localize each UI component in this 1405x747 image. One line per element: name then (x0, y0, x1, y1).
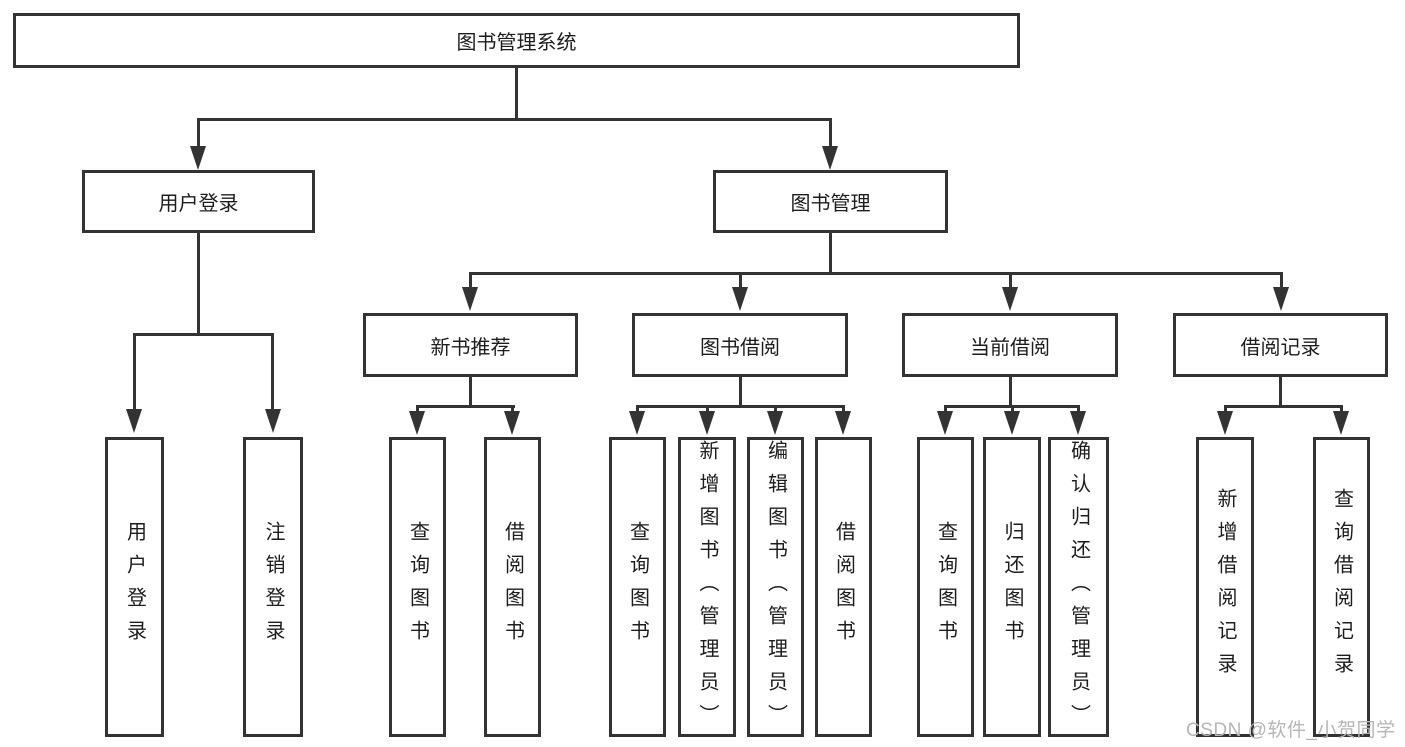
arrow-down-icon (629, 411, 645, 435)
leaf-label: 新增借阅记录 (1214, 488, 1236, 686)
leaf-label: 借阅图书 (501, 521, 524, 653)
connector-l3-bar (1224, 405, 1342, 408)
arrow-down-icon (822, 146, 838, 170)
connector-leaf-stem (1340, 405, 1343, 413)
leaf-query-borrow-record: 查询借阅记录 (1313, 437, 1370, 737)
node-current-borrow: 当前借阅 (902, 313, 1118, 377)
arrow-down-icon (462, 287, 478, 311)
connector-leaf-stem (1011, 405, 1014, 413)
leaf-add-borrow-record: 新增借阅记录 (1196, 437, 1254, 737)
connector-leaf-stem (1077, 405, 1080, 413)
connector-book-mgmt-stem (829, 118, 832, 147)
leaf-label: 用户登录 (123, 521, 146, 653)
node-borrow-records: 借阅记录 (1173, 313, 1388, 377)
connector-root-stem (515, 68, 518, 118)
arrow-down-icon (767, 411, 783, 435)
arrow-down-icon (504, 411, 520, 435)
connector-l3-bar (636, 405, 845, 408)
node-current-borrow-label: 当前借阅 (970, 336, 1050, 359)
leaf-label: 新增图书（管理员） (696, 440, 718, 737)
leaf-query-books-current: 查询图书 (917, 437, 974, 737)
leaf-label: 编辑图书（管理员） (764, 440, 787, 737)
node-borrow-records-label: 借阅记录 (1240, 336, 1321, 359)
connector-l3-down (1279, 377, 1282, 405)
leaf-query-books-borrow: 查询图书 (609, 437, 666, 737)
connector-book-mgmt-down (829, 233, 832, 272)
connector-l3-stem (1280, 272, 1283, 288)
node-root: 图书管理系统 (13, 13, 1020, 68)
arrow-down-icon (1070, 411, 1086, 435)
leaf-add-books-admin: 新增图书（管理员） (678, 437, 736, 737)
arrow-down-icon (1273, 287, 1289, 311)
leaf-label: 注销登录 (262, 521, 284, 653)
connector-l3-down (469, 377, 472, 405)
connector-leaf-stem (842, 405, 845, 413)
arrow-down-icon (699, 411, 715, 435)
node-book-management-label: 图书管理 (790, 193, 871, 215)
connector-leaf-stem (774, 405, 777, 413)
leaf-user-login: 用户登录 (105, 437, 164, 737)
connector-leaf-stem (271, 333, 274, 410)
connector-l3-stem (739, 272, 742, 288)
node-root-label: 图书管理系统 (456, 32, 577, 54)
arrow-down-icon (126, 409, 142, 433)
leaf-logout: 注销登录 (243, 437, 303, 737)
arrow-down-icon (1002, 287, 1018, 311)
connector-user-login-down (197, 233, 200, 333)
connector-leaf-stem (706, 405, 709, 413)
node-book-management: 图书管理 (713, 170, 948, 233)
arrow-down-icon (265, 409, 281, 433)
arrow-down-icon (937, 411, 953, 435)
connector-root-bar (197, 118, 831, 121)
leaf-label: 归还图书 (1001, 521, 1023, 653)
connector-l3-stem (469, 272, 472, 288)
arrow-down-icon (732, 287, 748, 311)
node-book-borrow: 图书借阅 (632, 313, 848, 377)
leaf-label: 查询图书 (406, 521, 429, 653)
leaf-return-books: 归还图书 (983, 437, 1041, 737)
node-user-login-label: 用户登录 (158, 193, 239, 215)
connector-l3-down (739, 377, 742, 405)
node-book-borrow-label: 图书借阅 (700, 336, 780, 359)
leaf-confirm-return-admin: 确认归还（管理员） (1048, 437, 1109, 737)
connector-leaf-stem (1224, 405, 1227, 413)
leaf-borrow-books-recommend: 借阅图书 (484, 437, 541, 737)
connector-user-login-stem (197, 118, 200, 147)
node-user-login: 用户登录 (82, 170, 315, 233)
connector-leaf-stem (944, 405, 947, 413)
connector-leaf-stem (636, 405, 639, 413)
leaf-label: 查询借阅记录 (1330, 488, 1353, 686)
arrow-down-icon (835, 411, 851, 435)
node-new-book-recommend: 新书推荐 (363, 313, 578, 377)
node-new-book-recommend-label: 新书推荐 (430, 336, 511, 359)
connector-book-mgmt-bar (469, 272, 1283, 275)
leaf-query-books-recommend: 查询图书 (389, 437, 446, 737)
connector-l3-down (1009, 377, 1012, 405)
leaf-label: 确认归还（管理员） (1067, 440, 1090, 737)
connector-leaf-stem (133, 333, 136, 410)
leaf-borrow-books: 借阅图书 (815, 437, 872, 737)
connector-leaf-stem (511, 405, 514, 413)
connector-user-login-bar (133, 333, 274, 336)
arrow-down-icon (1217, 411, 1233, 435)
leaf-label: 查询图书 (626, 521, 649, 653)
csdn-watermark: CSDN @软件_小贺同学 (1186, 720, 1396, 741)
arrow-down-icon (1333, 411, 1349, 435)
arrow-down-icon (190, 146, 206, 170)
connector-l3-stem (1009, 272, 1012, 288)
connector-leaf-stem (416, 405, 419, 413)
leaf-edit-books-admin: 编辑图书（管理员） (747, 437, 804, 737)
connector-l3-bar (416, 405, 515, 408)
leaf-label: 查询图书 (934, 521, 957, 653)
arrow-down-icon (409, 411, 425, 435)
arrow-down-icon (1004, 411, 1020, 435)
leaf-label: 借阅图书 (832, 521, 855, 653)
